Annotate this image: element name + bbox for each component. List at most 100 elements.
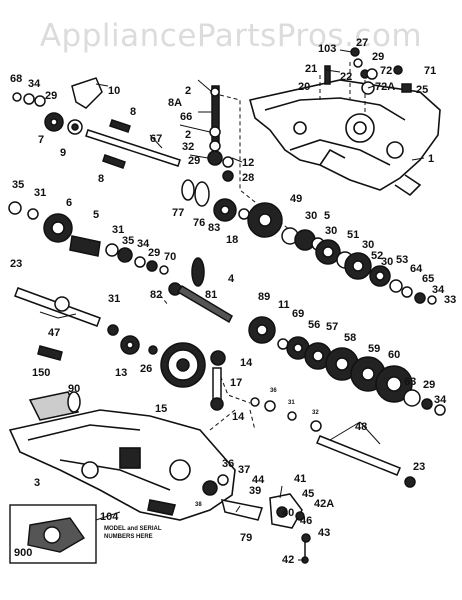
label-150: 150 — [32, 367, 50, 379]
label-1: 1 — [428, 153, 434, 165]
label-33: 33 — [444, 294, 456, 306]
label-44: 44 — [252, 474, 265, 486]
label-6: 6 — [66, 197, 72, 209]
label-89: 89 — [258, 291, 270, 303]
lower-housing — [8, 409, 236, 521]
label-17: 17 — [230, 377, 242, 389]
label-77: 77 — [172, 207, 184, 219]
model-inset — [9, 504, 97, 564]
model-note-line1: MODEL and SERIAL — [104, 526, 162, 532]
lower-gear-row — [248, 316, 446, 416]
label-30: 30 — [305, 210, 317, 222]
label-41: 41 — [294, 473, 306, 485]
label-42: 42 — [282, 554, 294, 566]
label-29: 29 — [372, 51, 384, 63]
label-32: 32 — [182, 141, 194, 153]
label-53: 53 — [396, 254, 408, 266]
label-23: 23 — [10, 258, 22, 270]
label-31: 31 — [34, 187, 46, 199]
label-12: 12 — [242, 157, 254, 169]
label-43: 43 — [318, 527, 330, 539]
top-right-small-parts — [324, 47, 412, 95]
label-66: 66 — [180, 111, 192, 123]
label-31: 31 — [108, 293, 120, 305]
label-5: 5 — [93, 209, 99, 221]
label-51: 51 — [347, 229, 359, 241]
model-note-line2: NUMBERS HERE — [104, 534, 153, 540]
label-104: 104 — [100, 511, 119, 523]
small-label-38: 38 — [195, 502, 202, 508]
label-83: 83 — [208, 222, 220, 234]
label-34: 34 — [137, 238, 150, 250]
label-47: 47 — [48, 327, 60, 339]
label-8: 8 — [98, 173, 104, 185]
pinion-shaft-cluster — [12, 77, 181, 169]
label-2: 2 — [185, 129, 191, 141]
label-81: 81 — [205, 289, 217, 301]
label-59: 59 — [368, 343, 380, 355]
label-25: 25 — [416, 84, 428, 96]
label-30: 30 — [325, 225, 337, 237]
small-label-36: 36 — [270, 388, 277, 394]
label-9: 9 — [60, 147, 66, 159]
label-57: 57 — [326, 321, 338, 333]
label-45: 45 — [302, 488, 314, 500]
label-71: 71 — [424, 65, 436, 77]
label-31: 31 — [112, 224, 124, 236]
leader-lines — [39, 49, 425, 561]
label-35: 35 — [122, 235, 134, 247]
label-46: 46 — [300, 515, 312, 527]
label-28: 28 — [242, 172, 254, 184]
label-64: 64 — [410, 263, 423, 275]
chain-and-worm-shaft — [168, 257, 233, 324]
differential-assembly — [37, 342, 226, 411]
label-8A: 8A — [168, 97, 182, 109]
watermark: AppliancePartsPros.com — [39, 18, 423, 54]
label-56: 56 — [308, 319, 320, 331]
label-10: 10 — [108, 85, 120, 97]
label-3: 3 — [34, 477, 40, 489]
label-11: 11 — [278, 299, 290, 311]
label-34: 34 — [28, 78, 41, 90]
label-67: 67 — [150, 133, 162, 145]
label-48: 48 — [355, 421, 367, 433]
label-49: 49 — [290, 193, 302, 205]
label-63: 63 — [404, 376, 416, 388]
label-4: 4 — [228, 273, 235, 285]
label-15: 15 — [155, 403, 167, 415]
label-21: 21 — [305, 63, 317, 75]
label-34: 34 — [434, 394, 447, 406]
label-40: 40 — [282, 507, 294, 519]
label-7: 7 — [38, 134, 44, 146]
label-36: 36 — [222, 458, 234, 470]
label-13: 13 — [115, 367, 127, 379]
upper-gear-row — [8, 179, 437, 305]
part-90-cylinder — [28, 391, 81, 421]
label-72: 72 — [380, 65, 392, 77]
label-29: 29 — [148, 247, 160, 259]
label-29: 29 — [45, 90, 57, 102]
label-29: 29 — [423, 379, 435, 391]
label-37: 37 — [238, 464, 250, 476]
label-34: 34 — [432, 284, 445, 296]
label-42A: 42A — [314, 498, 334, 510]
label-22: 22 — [340, 71, 352, 83]
label-35: 35 — [12, 179, 24, 191]
label-23: 23 — [413, 461, 425, 473]
label-90: 90 — [68, 383, 80, 395]
label-72A: 72A — [375, 81, 395, 93]
label-69: 69 — [292, 308, 304, 320]
label-14: 14 — [240, 357, 253, 369]
small-label-32: 32 — [312, 410, 319, 416]
label-29: 29 — [188, 155, 200, 167]
label-68: 68 — [10, 73, 22, 85]
label-70: 70 — [164, 251, 176, 263]
long-shaft-47 — [14, 287, 158, 355]
label-14: 14 — [232, 411, 245, 423]
label-30: 30 — [362, 239, 374, 251]
label-900: 900 — [14, 547, 32, 559]
label-2: 2 — [185, 85, 191, 97]
label-27: 27 — [356, 37, 368, 49]
label-30: 30 — [381, 256, 393, 268]
